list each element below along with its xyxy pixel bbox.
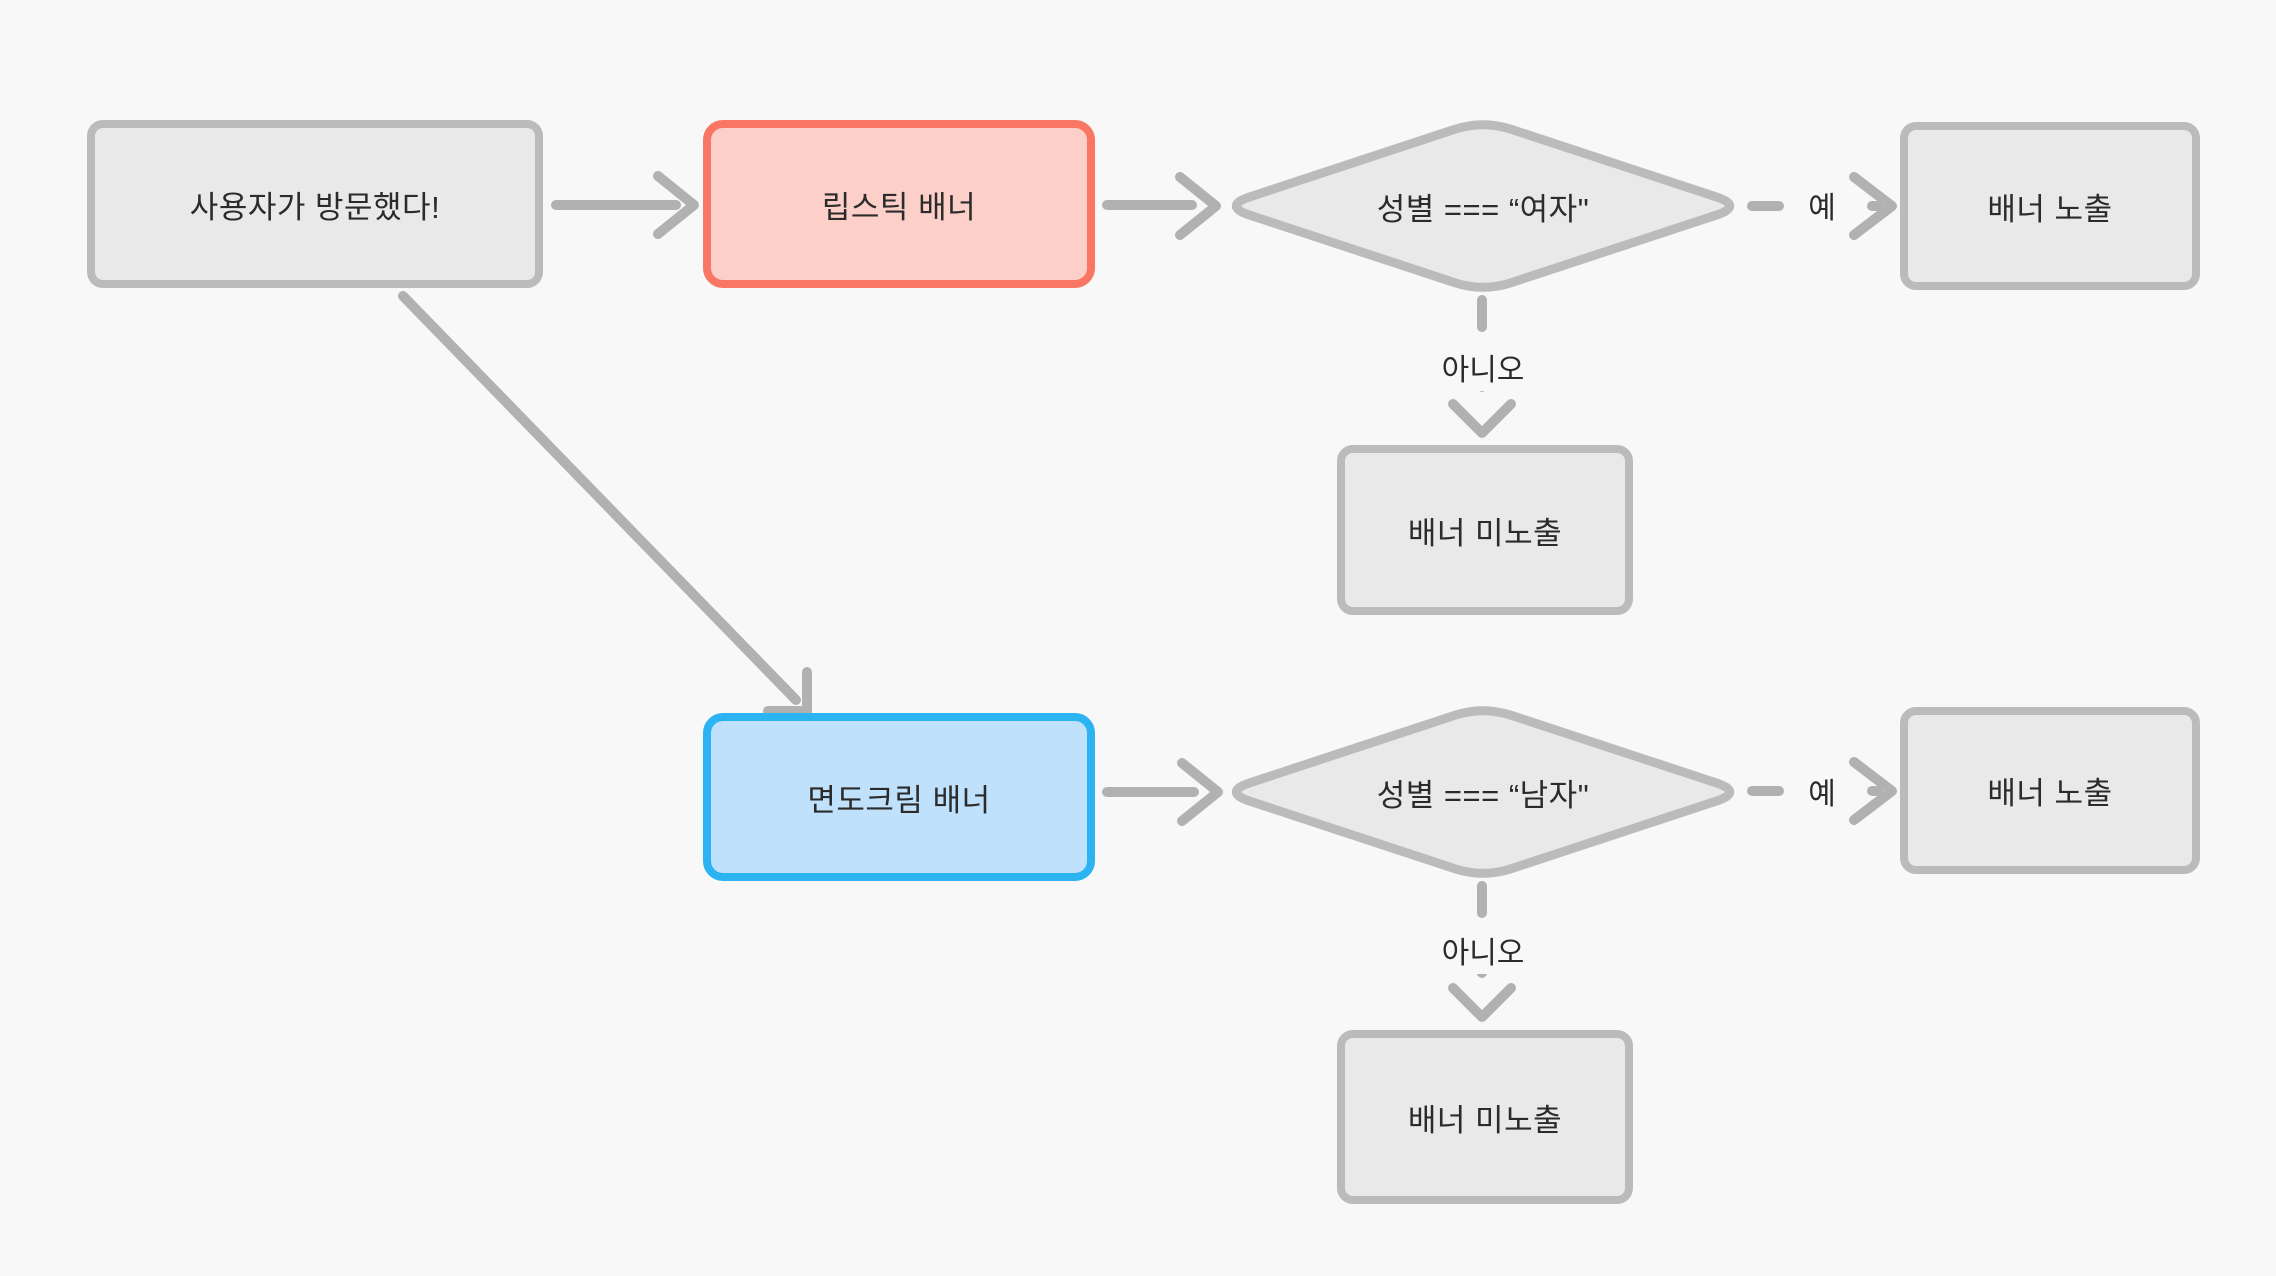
node-male-check: 성별 === “남자": [1222, 706, 1744, 878]
node-banner-hidden-male-label: 배너 미노출: [1407, 1102, 1563, 1138]
node-lipstick-banner-label: 립스틱 배너: [821, 189, 977, 225]
arrowhead-start-to-shaving: [763, 667, 812, 716]
edge-label-no-female: 아니오: [1431, 343, 1535, 391]
node-male-check-label: 성별 === “남자": [1376, 777, 1590, 813]
arrowhead-male-no: [1448, 983, 1516, 1022]
node-shaving-banner-label: 면도크림 배너: [807, 782, 991, 818]
male-check-diamond: [1231, 706, 1735, 878]
edge-start-to-shaving: [398, 291, 801, 705]
node-banner-shown-male: 배너 노출: [1900, 707, 2200, 874]
node-shaving-banner: 면도크림 배너: [703, 713, 1095, 881]
arrowhead-female-yes: [1849, 172, 1897, 240]
arrowhead-shaving-to-male-check: [1177, 758, 1223, 826]
edge-label-yes-male: 예: [1798, 767, 1846, 815]
arrowhead-male-yes: [1849, 757, 1897, 825]
edge-label-no-male: 아니오: [1431, 926, 1535, 974]
arrowhead-start-to-lipstick: [653, 171, 699, 239]
node-lipstick-banner: 립스틱 배너: [703, 120, 1095, 288]
node-banner-hidden-female-label: 배너 미노출: [1407, 515, 1563, 551]
node-start-label: 사용자가 방문했다!: [189, 189, 441, 225]
node-start: 사용자가 방문했다!: [87, 120, 543, 288]
arrowhead-lipstick-to-female-check: [1175, 172, 1221, 240]
female-check-diamond: [1231, 120, 1735, 292]
arrowhead-female-no: [1448, 399, 1516, 438]
node-banner-shown-male-label: 배너 노출: [1987, 776, 2113, 811]
node-female-check: 성별 === “여자": [1222, 120, 1744, 292]
node-banner-hidden-male: 배너 미노출: [1337, 1030, 1633, 1204]
node-female-check-label: 성별 === “여자": [1376, 191, 1590, 227]
node-banner-hidden-female: 배너 미노출: [1337, 445, 1633, 615]
node-banner-shown-female-label: 배너 노출: [1987, 191, 2113, 227]
node-banner-shown-female: 배너 노출: [1900, 122, 2200, 290]
edge-label-yes-female: 예: [1798, 181, 1846, 229]
